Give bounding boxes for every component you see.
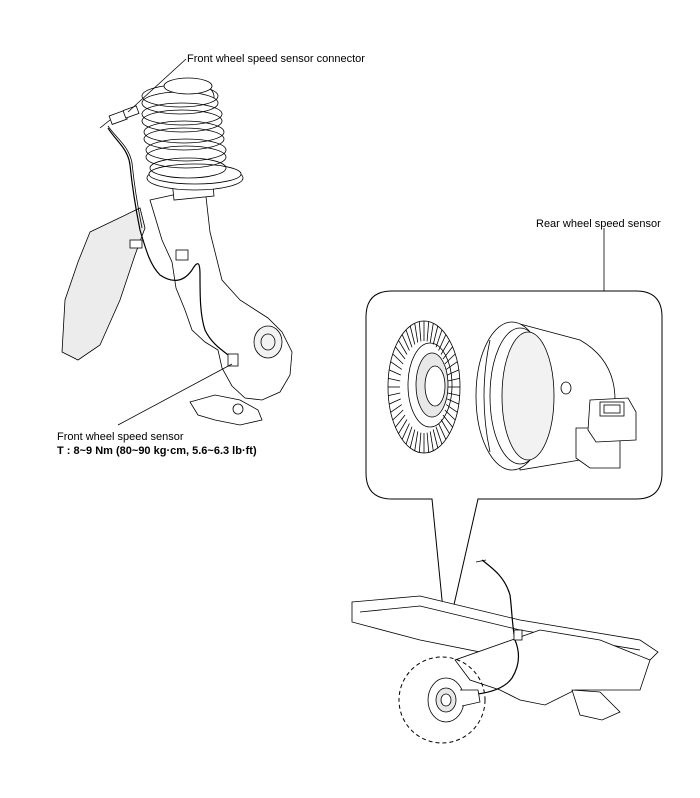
tone-wheel-tooth (447, 378, 460, 382)
tone-wheel-tooth (447, 398, 459, 405)
tone-wheel-tooth (392, 409, 404, 421)
tone-wheel-tooth (398, 340, 408, 355)
tone-wheel-tooth (418, 432, 422, 453)
tone-wheel-tooth (405, 329, 413, 348)
tone-wheel-tooth (389, 398, 401, 405)
tone-wheel-tooth (445, 404, 458, 413)
tone-wheel-tooth (432, 325, 439, 345)
tone-wheel-tooth (432, 429, 439, 449)
front-sensor-head (227, 353, 239, 367)
tone-wheel-tooth (414, 323, 419, 343)
rear-chassis-drawing (351, 559, 659, 721)
tone-wheel-tooth (401, 334, 410, 351)
tone-wheel-tooth (426, 321, 430, 342)
coil-spring (141, 77, 227, 179)
tone-wheel-tooth (398, 419, 408, 434)
tone-wheel-tooth (447, 392, 460, 396)
tone-wheel-tooth (388, 378, 401, 382)
tone-wheel-tooth (395, 346, 406, 360)
rear-sensor-label: Rear wheel speed sensor (536, 218, 661, 230)
tone-wheel-tooth (435, 426, 443, 445)
tone-wheel-tooth (409, 325, 416, 345)
tone-wheel-tooth (442, 414, 453, 428)
rear-hub (427, 677, 481, 723)
tone-wheel-tooth (401, 423, 410, 440)
tone-wheel-tooth (440, 340, 450, 355)
tone-wheel-tooth (442, 346, 453, 360)
tone-wheel-tooth (390, 404, 403, 413)
tone-wheel-teeth (388, 321, 460, 453)
connector-leader-line (127, 58, 187, 113)
strut-body (149, 187, 293, 401)
tone-wheel-tooth (395, 414, 406, 428)
front-sensor-label: Front wheel speed sensor (57, 431, 184, 443)
fender-panel (61, 207, 146, 361)
front-connector-label: Front wheel speed sensor connector (187, 53, 365, 65)
tone-wheel-tooth (444, 353, 456, 365)
rear-sensor-connector (575, 397, 637, 469)
tone-wheel-tooth (435, 329, 443, 348)
tone-wheel-tooth (429, 431, 434, 451)
front-torque-spec: T : 8~9 Nm (80~90 kg·cm, 5.6~6.3 lb·ft) (57, 445, 257, 457)
tone-wheel-tooth (445, 361, 458, 370)
tone-wheel-tooth (388, 392, 401, 396)
tone-wheel-tooth (414, 431, 419, 451)
front-suspension-drawing (61, 77, 293, 426)
tone-wheel-tooth (389, 369, 401, 376)
lower-arm (189, 394, 263, 426)
tone-wheel-tooth (392, 353, 404, 365)
front-sensor-wire (107, 127, 233, 359)
tone-wheel-tooth (426, 432, 430, 453)
front-sensor-leader-line (117, 363, 233, 426)
tone-wheel-tooth (429, 323, 434, 343)
hub (253, 325, 283, 359)
tone-wheel-tooth (409, 429, 416, 449)
tone-wheel-tooth (440, 419, 450, 434)
tone-wheel-tooth (390, 361, 403, 370)
tone-wheel-tooth (438, 423, 447, 440)
tone-wheel-tooth (418, 321, 422, 342)
tone-wheel-tooth (447, 369, 459, 376)
tone-wheel-tooth (405, 426, 413, 445)
tone-wheel-tooth (438, 334, 447, 351)
tone-wheel-tooth (444, 409, 456, 421)
tone-wheel (387, 320, 461, 454)
rear-hub-detail-circle (398, 656, 486, 744)
